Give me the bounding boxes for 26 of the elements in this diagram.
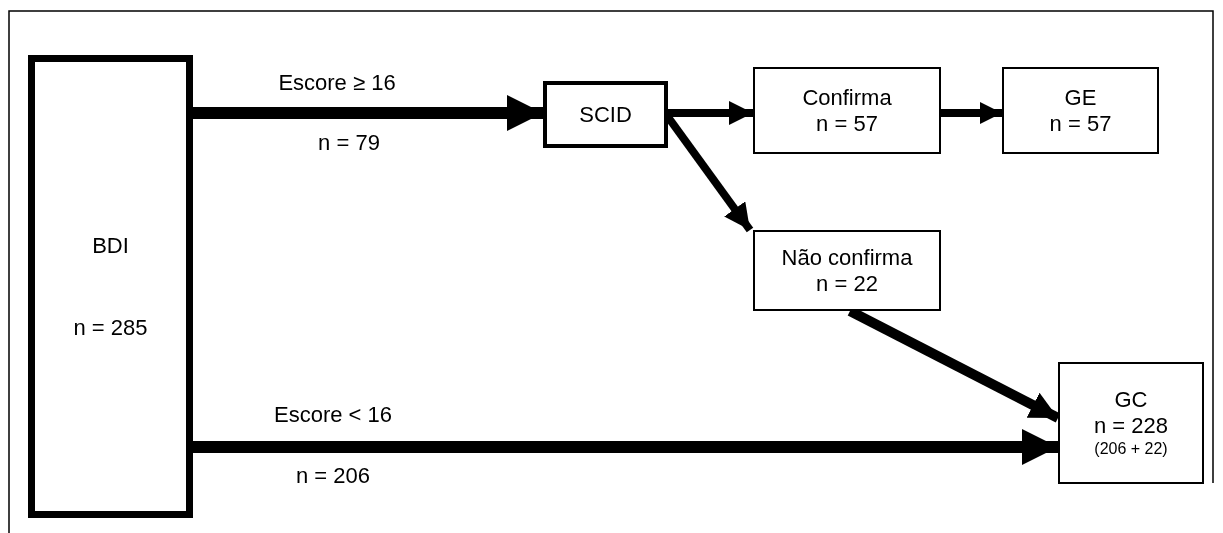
arrow <box>193 429 1058 465</box>
node-text: n = 285 <box>73 314 148 341</box>
arrow <box>941 102 1002 124</box>
count-label: n = 206 <box>296 463 370 489</box>
node-text: Não confirma <box>781 244 913 271</box>
node-text: BDI <box>92 232 129 259</box>
process-box <box>1058 362 1204 484</box>
count-label: n = 79 <box>318 130 380 156</box>
source-box <box>28 55 193 518</box>
node-text: n = 57 <box>1049 110 1112 137</box>
arrow <box>193 95 543 131</box>
node-text: SCID <box>579 101 632 128</box>
arrow <box>668 101 753 125</box>
node-text: (206 + 22) <box>1094 439 1168 459</box>
node-text: Confirma <box>802 84 892 111</box>
node-text: n = 228 <box>1094 413 1168 439</box>
node-text: GC <box>1114 387 1148 413</box>
node-text: n = 22 <box>816 270 878 297</box>
node-text: n = 57 <box>816 110 878 137</box>
edge-label: Escore ≥ 16 <box>278 70 396 96</box>
edge-label: Escore < 16 <box>274 402 392 428</box>
process-box <box>543 81 668 148</box>
process-box <box>1002 67 1159 154</box>
process-box <box>753 230 941 311</box>
process-box <box>753 67 941 154</box>
node-text: GE <box>1064 84 1097 111</box>
